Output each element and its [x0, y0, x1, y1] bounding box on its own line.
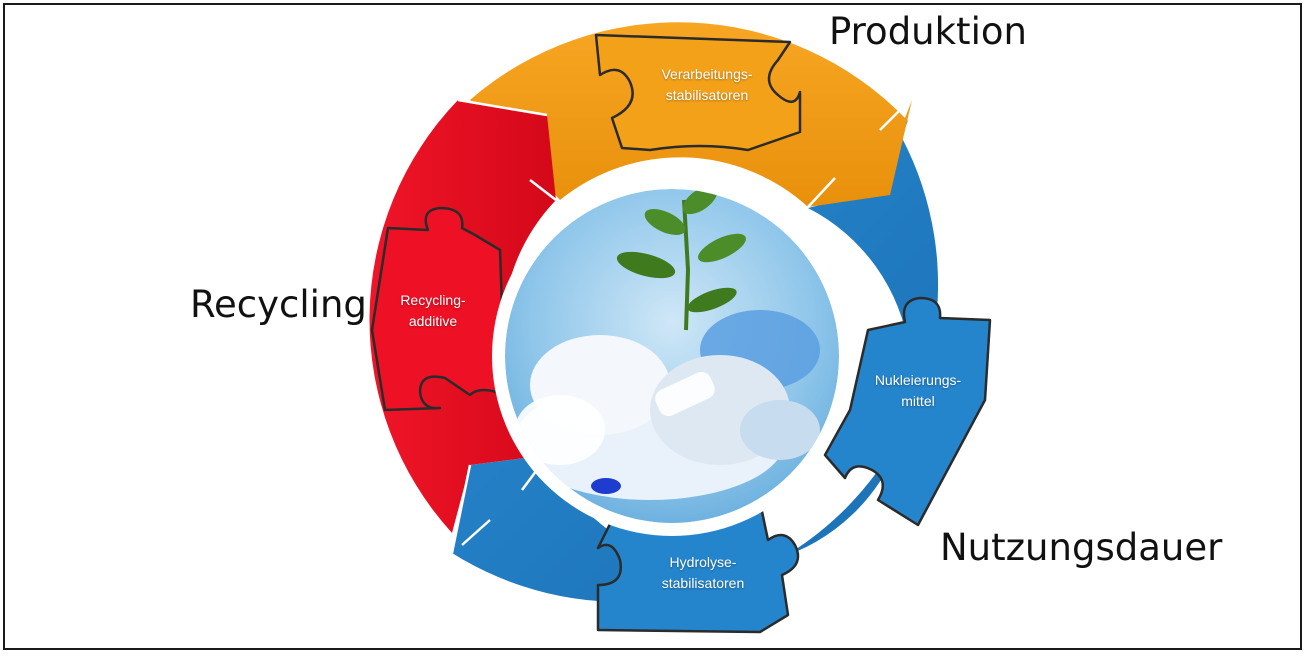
piece-label-production-line2: stabilisatoren [665, 87, 749, 103]
piece-label-nucleating-line2: mittel [901, 393, 935, 409]
piece-label-hydrolysis-line2: stabilisatoren [661, 575, 745, 591]
piece-label-recycling: Recycling- additive [358, 290, 508, 332]
phase-label-recycling: Recycling [190, 283, 367, 326]
piece-label-production: Verarbeitungs- stabilisatoren [632, 64, 782, 106]
puzzle-piece-recycling [370, 206, 507, 412]
piece-label-recycling-line1: Recycling- [400, 292, 466, 308]
piece-label-hydrolysis: Hydrolyse- stabilisatoren [628, 552, 778, 594]
piece-label-nucleating-line1: Nukleierungs- [874, 372, 962, 388]
piece-label-recycling-line2: additive [408, 313, 458, 329]
piece-label-hydrolysis-line1: Hydrolyse- [669, 554, 737, 570]
puzzle-piece-nucleating [823, 296, 992, 527]
puzzle-piece-production [594, 33, 802, 152]
piece-label-nucleating: Nukleierungs- mittel [843, 370, 993, 412]
phase-label-usage: Nutzungsdauer [940, 526, 1223, 569]
phase-label-production: Produktion [829, 10, 1027, 53]
piece-label-production-line1: Verarbeitungs- [661, 66, 753, 82]
center-image [505, 189, 839, 523]
